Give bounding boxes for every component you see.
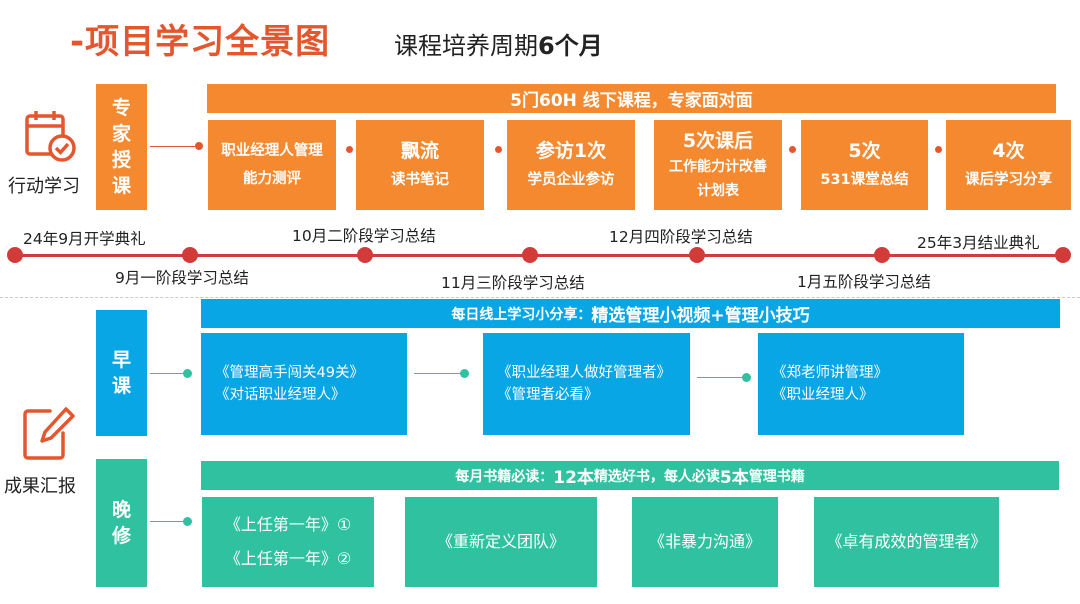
- morning-label-char: 早: [111, 349, 131, 371]
- expert-box-assessment: 职业经理人管理 能力测评: [208, 120, 336, 210]
- box-line: 5次课后: [682, 130, 754, 152]
- timeline-label-stage2: 10月二阶段学习总结: [292, 227, 436, 245]
- box-line: 531课堂总结: [820, 172, 909, 188]
- section-label-results: 成果汇报: [4, 476, 76, 497]
- book-title: 《非暴力沟通》: [648, 532, 761, 551]
- morning-banner-text: 每日线上学习小分享：: [451, 306, 592, 323]
- expert-label-char: 家: [111, 123, 131, 145]
- evening-banner-highlight: 5本: [719, 468, 749, 488]
- expert-box-separator-dot: [935, 146, 942, 153]
- subtitle-text: 课程培养周期: [394, 32, 538, 60]
- evening-connector-dot: [183, 517, 192, 526]
- morning-box-2: 《职业经理人做好管理者》 《管理者必看》: [483, 333, 690, 435]
- calendar-check-icon: [25, 111, 76, 162]
- expert-box-classroom-summary: 5次 531课堂总结: [801, 120, 928, 210]
- section-divider: [0, 297, 1080, 298]
- box-line: 学员企业参访: [527, 172, 615, 188]
- video-title: 《对话职业经理人》: [215, 387, 346, 403]
- evening-banner-text: 精选好书，每人必读: [593, 468, 720, 485]
- book-title: 《上任第一年》②: [224, 549, 352, 568]
- section-label-action: 行动学习: [8, 176, 80, 197]
- expert-label-char: 授: [111, 149, 131, 171]
- timeline-dot: [182, 247, 198, 263]
- video-title: 《郑老师讲管理》: [772, 365, 888, 381]
- expert-box-separator-dot: [346, 146, 353, 153]
- evening-label-char: 修: [111, 525, 131, 547]
- box-line: 参访1次: [535, 140, 607, 162]
- box-line: 飘流: [400, 140, 439, 162]
- subtitle-duration: 6个月: [538, 32, 603, 60]
- box-line: 4次: [992, 140, 1025, 162]
- morning-label: 早 课: [96, 310, 147, 436]
- evening-banner-text: 管理书籍: [748, 468, 805, 485]
- book-title: 《卓有成效的管理者》: [826, 532, 987, 551]
- timeline-dot: [7, 247, 23, 263]
- expert-box-separator-dot: [495, 146, 502, 153]
- evening-label-char: 晚: [111, 499, 131, 521]
- expert-label-char: 课: [111, 175, 131, 197]
- evening-book-box-4: 《卓有成效的管理者》: [814, 497, 999, 587]
- morning-connector-dot: [460, 369, 469, 378]
- box-line: 课后学习分享: [965, 172, 1052, 188]
- timeline-label-stage3: 11月三阶段学习总结: [441, 274, 585, 292]
- timeline-label-opening: 24年9月开学典礼: [23, 230, 146, 248]
- box-line: 读书笔记: [391, 172, 449, 188]
- book-title: 《上任第一年》①: [224, 515, 352, 534]
- evening-book-box-3: 《非暴力沟通》: [632, 497, 778, 587]
- timeline-label-stage1: 9月一阶段学习总结: [115, 269, 249, 287]
- timeline-dot: [357, 247, 373, 263]
- morning-banner: 每日线上学习小分享：精选管理小视频+管理小技巧: [201, 299, 1060, 328]
- morning-connector-dot: [183, 369, 192, 378]
- expert-box-reading: 飘流 读书笔记: [356, 120, 484, 210]
- video-title: 《管理高手闯关49关》: [215, 365, 364, 381]
- box-line: 能力测评: [243, 171, 301, 187]
- page-title: -项目学习全景图: [70, 22, 331, 62]
- morning-banner-highlight: 精选管理小视频+管理小技巧: [591, 306, 810, 326]
- timeline-dot: [1055, 247, 1071, 263]
- morning-box-3: 《郑老师讲管理》 《职业经理人》: [758, 333, 964, 435]
- expert-banner: 5门60H 线下课程，专家面对面: [207, 84, 1056, 113]
- expert-box-improvement-plan: 5次课后 工作能力计改善 计划表: [654, 120, 782, 210]
- evening-connector: [150, 521, 186, 522]
- box-line: 计划表: [697, 183, 739, 199]
- timeline-line: [14, 254, 1066, 257]
- expert-box-visit: 参访1次 学员企业参访: [507, 120, 635, 210]
- book-title: 《重新定义团队》: [436, 532, 565, 551]
- box-line: 5次: [848, 140, 881, 162]
- video-title: 《管理者必看》: [497, 387, 599, 403]
- box-line: 职业经理人管理: [221, 143, 323, 159]
- timeline-label-graduation: 25年3月结业典礼: [917, 234, 1040, 252]
- edit-document-icon: [23, 407, 75, 460]
- expert-connector-dot: [195, 142, 203, 150]
- expert-label: 专 家 授 课: [96, 84, 147, 210]
- expert-box-separator-dot: [789, 146, 796, 153]
- box-line: 工作能力计改善: [669, 159, 767, 175]
- morning-connector-dot: [742, 373, 751, 382]
- evening-book-box-2: 《重新定义团队》: [405, 497, 597, 587]
- timeline-dot: [874, 247, 890, 263]
- evening-banner-text: 每月书籍必读：: [455, 468, 554, 485]
- evening-label: 晚 修: [96, 459, 147, 587]
- morning-label-char: 课: [111, 375, 131, 397]
- page-subtitle: 课程培养周期6个月: [394, 26, 603, 61]
- video-title: 《职业经理人》: [772, 387, 874, 403]
- video-title: 《职业经理人做好管理者》: [497, 365, 671, 381]
- expert-label-char: 专: [111, 97, 131, 119]
- expert-connector: [150, 146, 200, 147]
- evening-book-box-1: 《上任第一年》① 《上任第一年》②: [202, 497, 374, 587]
- timeline-dot: [522, 247, 538, 263]
- morning-connector: [697, 377, 745, 378]
- expert-box-sharing: 4次 课后学习分享: [946, 120, 1071, 210]
- timeline-label-stage4: 12月四阶段学习总结: [609, 228, 753, 246]
- timeline-label-stage5: 1月五阶段学习总结: [797, 273, 931, 291]
- evening-banner-highlight: 12本: [553, 468, 594, 488]
- morning-connector: [414, 373, 464, 374]
- timeline-dot: [689, 247, 705, 263]
- morning-box-1: 《管理高手闯关49关》 《对话职业经理人》: [201, 333, 407, 435]
- morning-connector: [150, 373, 186, 374]
